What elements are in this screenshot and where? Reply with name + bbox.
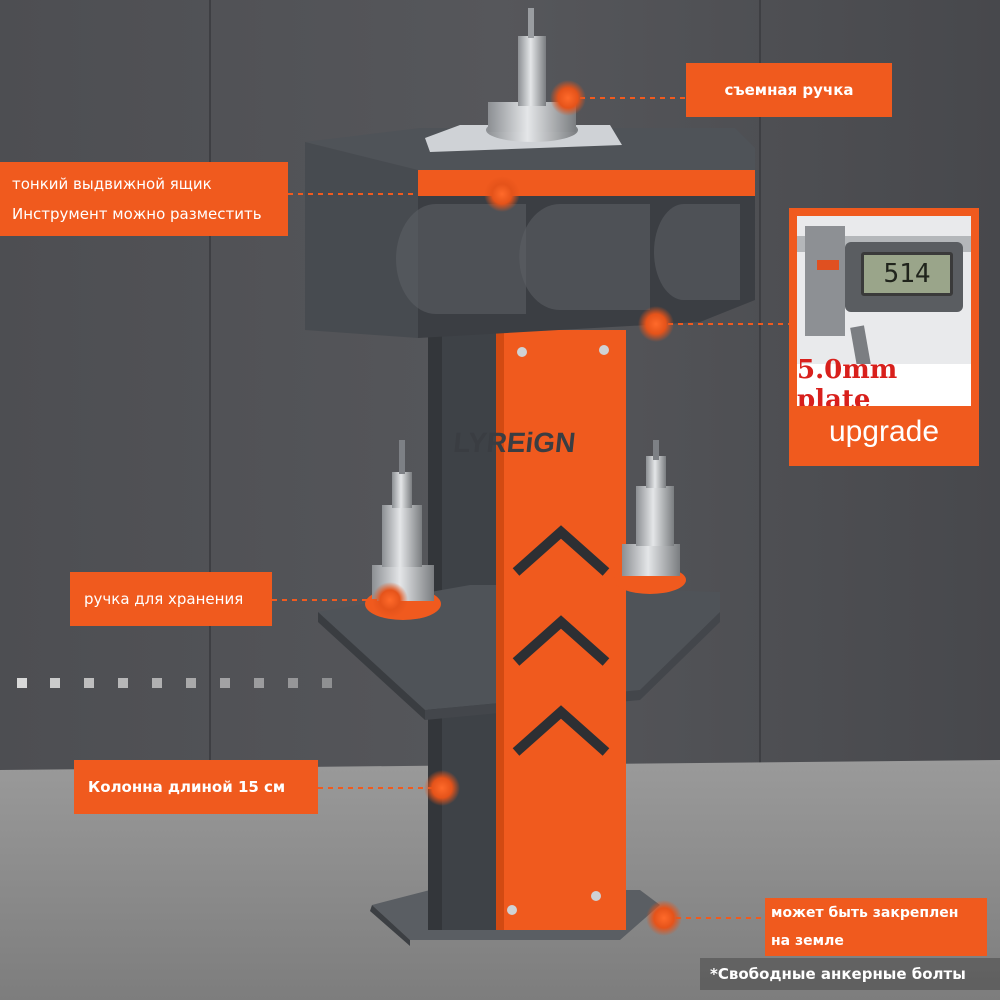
- callout-text-line1: может быть закреплен: [771, 905, 959, 921]
- callout-text-line2: на земле: [771, 933, 844, 949]
- decorative-squares: [17, 678, 332, 688]
- callout-text: Колонна длиной 15 см: [88, 778, 286, 796]
- caliper-readout: 514: [861, 252, 953, 296]
- callout-storage-handle: ручка для хранения: [70, 572, 272, 626]
- wall-panel-seams: [209, 0, 761, 770]
- tray-slots: [396, 204, 740, 314]
- caliper-photo: 514 5.0mm plate: [797, 216, 971, 406]
- location-dot-icon: [372, 80, 682, 936]
- plate-upgrade-text: upgrade: [828, 415, 940, 448]
- callout-drawer: тонкий выдвижной ящик Инструмент можно р…: [0, 162, 288, 236]
- top-tray-body: [305, 142, 418, 338]
- callout-column: Колонна длиной 15 см: [74, 760, 318, 814]
- chevron-up-icon: [512, 525, 610, 756]
- callout-text-line1: тонкий выдвижной ящик: [12, 175, 212, 193]
- front-column: [496, 330, 626, 930]
- callout-removable-handle: съемная ручка: [686, 63, 892, 117]
- callout-text-line2: Инструмент можно разместить: [12, 205, 262, 223]
- anchor-bolts-note: *Свободные анкерные болты: [700, 958, 1000, 990]
- brand-logo: LYREiGN: [452, 427, 577, 458]
- top-tray-lid: [305, 128, 755, 170]
- callout-text: съемная ручка: [724, 81, 854, 99]
- callout-text: ручка для хранения: [84, 590, 244, 608]
- plate-upgrade-card: 514 5.0mm plate upgrade: [789, 208, 979, 466]
- leader-lines: [272, 97, 789, 919]
- callout-ground-fixing: может быть закреплен на земле: [765, 898, 987, 956]
- right-tool-holder: [614, 440, 686, 594]
- column-screws: [507, 345, 609, 915]
- plate-label: 5.0mm plate: [797, 355, 971, 406]
